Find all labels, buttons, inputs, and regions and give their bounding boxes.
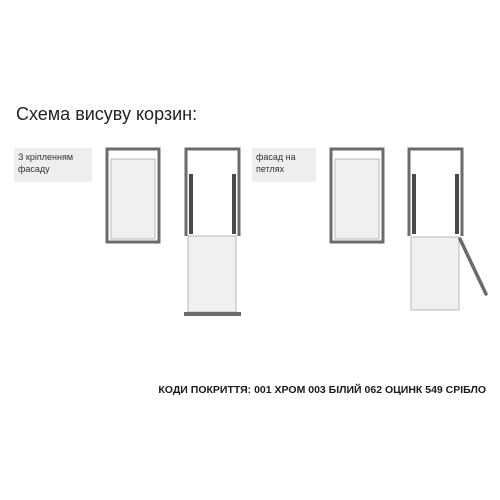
basket <box>410 236 460 311</box>
cabinet-frame <box>105 147 161 244</box>
slide-rail-left <box>412 174 416 234</box>
facade-panel <box>184 312 241 316</box>
coating-codes: КОДИ ПОКРИТТЯ: 001 ХРОМ 003 БІЛИЙ 062 ОЦ… <box>158 384 486 396</box>
hinged-facade-label-line2: петлях <box>256 164 285 174</box>
basket <box>110 158 156 240</box>
figure-hinged-facade-closed <box>329 147 385 244</box>
hinged-facade-label-line1: фасад на <box>256 152 296 162</box>
hinged-door <box>458 237 488 296</box>
hinged-facade-label: фасад на петлях <box>252 148 316 182</box>
slide-rail-right <box>232 174 236 234</box>
diagram-title: Схема висуву корзин: <box>16 104 198 124</box>
figure-hinged-facade-extended <box>407 147 488 311</box>
basket <box>187 235 237 313</box>
facade-mount-label-line2: фасаду <box>18 164 50 174</box>
cabinet-frame <box>329 147 385 244</box>
basket <box>334 158 380 240</box>
cabinet-frame <box>407 147 464 236</box>
figure-facade-mount-closed <box>105 147 161 244</box>
facade-mount-label-line1: З кріпленням <box>18 152 74 162</box>
facade-mount-label: З кріпленням фасаду <box>14 148 92 182</box>
slide-rail-left <box>189 174 193 234</box>
cabinet-frame <box>184 147 241 236</box>
figure-facade-mount-extended <box>184 147 241 316</box>
slide-rail-right <box>455 174 459 234</box>
